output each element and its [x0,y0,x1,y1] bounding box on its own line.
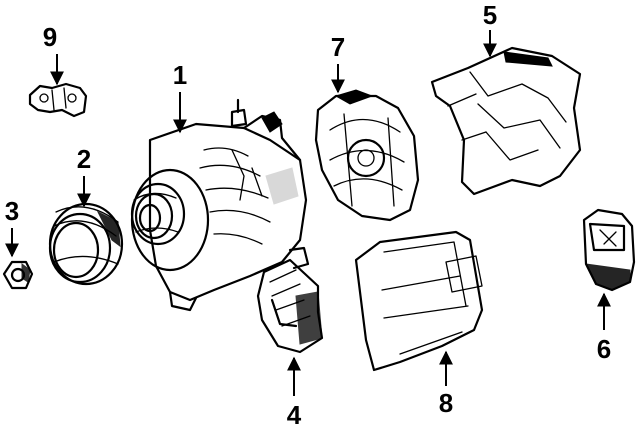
part-alternator [130,98,310,312]
callout-label-8: 8 [439,388,453,418]
callout-label-4: 4 [287,400,302,430]
part-nut [2,260,34,290]
callout-8: 8 [439,350,453,418]
part-rear-cover [314,89,420,222]
part-boot [582,208,636,292]
part-bracket [28,82,88,118]
callout-label-1: 1 [173,60,187,90]
callout-7: 7 [331,32,345,94]
callout-5: 5 [483,0,497,58]
callout-1: 1 [173,60,187,134]
callout-2: 2 [77,144,91,208]
callout-label-3: 3 [5,196,19,226]
callout-9: 9 [43,22,64,86]
callout-label-5: 5 [483,0,497,30]
callout-label-9: 9 [43,22,57,52]
callout-6: 6 [597,292,611,364]
part-pulley [48,202,124,286]
callout-label-7: 7 [331,32,345,62]
part-air-duct [430,46,582,196]
callout-3: 3 [5,196,19,258]
callout-label-2: 2 [77,144,91,174]
callout-label-6: 6 [597,334,611,364]
part-regulator [256,258,324,354]
part-cover-plate [354,230,484,372]
callout-4: 4 [287,356,302,430]
